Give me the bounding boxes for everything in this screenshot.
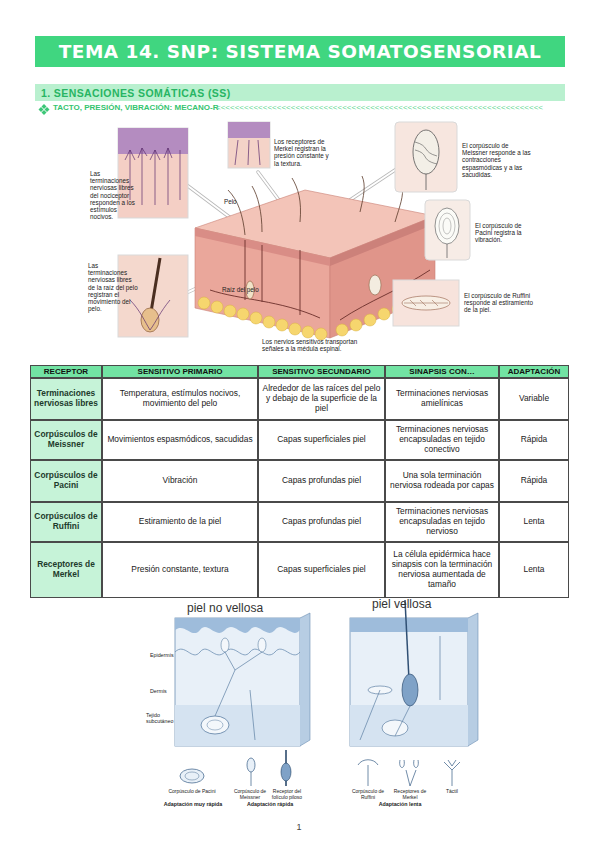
part-name: Pelo bbox=[224, 198, 237, 205]
table-header: RECEPTOR bbox=[30, 365, 102, 378]
receptor-name: Corpúsculo de Meissner bbox=[230, 789, 270, 801]
table-cell: Lenta bbox=[499, 542, 569, 598]
subsection-heading: TACTO, PRESIÓN, VIBRACIÓN: MECANO-R bbox=[53, 103, 218, 112]
title-band bbox=[35, 36, 565, 67]
receptor-name: Receptor del folículo piloso bbox=[268, 789, 306, 801]
layer-name: Epidermis bbox=[150, 652, 174, 658]
callout-text: Los receptores de Merkel registran la pr… bbox=[274, 138, 334, 167]
table-cell: Variable bbox=[499, 378, 569, 420]
layer-name: Tejido subcutáneo bbox=[146, 712, 174, 724]
table-cell: Capas profundas piel bbox=[258, 502, 385, 542]
table-cell: Presión constante, textura bbox=[102, 542, 258, 598]
table-cell: Lenta bbox=[499, 502, 569, 542]
table-cell: Terminaciones nerviosas amielínicas bbox=[385, 378, 499, 420]
page-title: TEMA 14. SNP: SISTEMA SOMATOSENSORIAL bbox=[35, 36, 565, 67]
table-header: SENSITIVO SECUNDARIO bbox=[258, 365, 385, 378]
receptor-name: Corpúsculo de Pacini bbox=[168, 789, 216, 795]
table-cell: Corpúsculos de Ruffini bbox=[30, 502, 102, 542]
decorative-rule: <<<<<<<<<<<<<<<<<<<<<<<<<<<<<<<<<<<<<<<<… bbox=[216, 103, 543, 112]
table-cell: Receptores de Merkel bbox=[30, 542, 102, 598]
receptor-name: Receptores de Merkel bbox=[390, 789, 430, 801]
callout-text: El corpúsculo de Pacini registra la vibr… bbox=[475, 222, 533, 244]
table-header: ADAPTACIÓN bbox=[499, 365, 569, 378]
table-header: SENSITIVO PRIMARIO bbox=[102, 365, 258, 378]
section-heading: 1. SENSACIONES SOMÁTICAS (SS) bbox=[41, 87, 231, 99]
table-cell: Terminaciones nerviosas encapsuladas en … bbox=[385, 420, 499, 460]
receptor-name: Táctil bbox=[436, 789, 468, 795]
table-cell: Corpúsculos de Pacini bbox=[30, 460, 102, 502]
table-cell: Capas superficiales piel bbox=[258, 420, 385, 460]
table-cell: Estiramiento de la piel bbox=[102, 502, 258, 542]
table-cell: Una sola terminación nerviosa rodeada po… bbox=[385, 460, 499, 502]
page-number: 1 bbox=[289, 822, 309, 832]
adaptation-label: Adaptación rápida bbox=[234, 801, 306, 807]
table-cell: Rápida bbox=[499, 460, 569, 502]
callout-text: Las terminaciones nerviosas libres de la… bbox=[88, 262, 138, 313]
callout-text: Los nervios sensitivos transportan señal… bbox=[262, 338, 362, 352]
receptor-illustration bbox=[175, 600, 478, 786]
skin-illustration bbox=[118, 122, 470, 340]
callout-text: El corpúsculo de Ruffini responde al est… bbox=[464, 292, 536, 314]
figure-title: piel vellosa bbox=[372, 598, 431, 612]
table-cell: Terminaciones nerviosas libres bbox=[30, 378, 102, 420]
table-cell: Movimientos espasmódicos, sacudidas bbox=[102, 420, 258, 460]
layer-name: Dermis bbox=[150, 688, 167, 694]
table-cell: Corpúsculos de Meissner bbox=[30, 420, 102, 460]
table-cell: Terminaciones nerviosas encapsuladas en … bbox=[385, 502, 499, 542]
bullet-symbol bbox=[39, 104, 50, 115]
table-cell: Rápida bbox=[499, 420, 569, 460]
table-header: SINAPSIS CON… bbox=[385, 365, 499, 378]
table-cell: Capas superficiales piel bbox=[258, 542, 385, 598]
adaptation-label: Adaptación lenta bbox=[364, 801, 436, 807]
callout-text: Las terminaciones nerviosas libres del n… bbox=[90, 170, 140, 221]
table-cell: Vibración bbox=[102, 460, 258, 502]
table-cell: Temperatura, estímulos nocivos, movimien… bbox=[102, 378, 258, 420]
table-cell: La célula epidérmica hace sinapsis con l… bbox=[385, 542, 499, 598]
section-band: 1. SENSACIONES SOMÁTICAS (SS) bbox=[35, 84, 565, 101]
part-name: Raíz del pelo bbox=[222, 286, 259, 293]
table-cell: Alrededor de las raíces del pelo y debaj… bbox=[258, 378, 385, 420]
callout-text: El corpúsculo de Meissner responde a las… bbox=[462, 142, 532, 178]
receptor-name: Corpúsculo de Ruffini bbox=[345, 789, 391, 801]
figure-title: piel no vellosa bbox=[187, 602, 263, 616]
adaptation-label: Adaptación muy rápida bbox=[157, 801, 229, 807]
table-cell: Capas profundas piel bbox=[258, 460, 385, 502]
